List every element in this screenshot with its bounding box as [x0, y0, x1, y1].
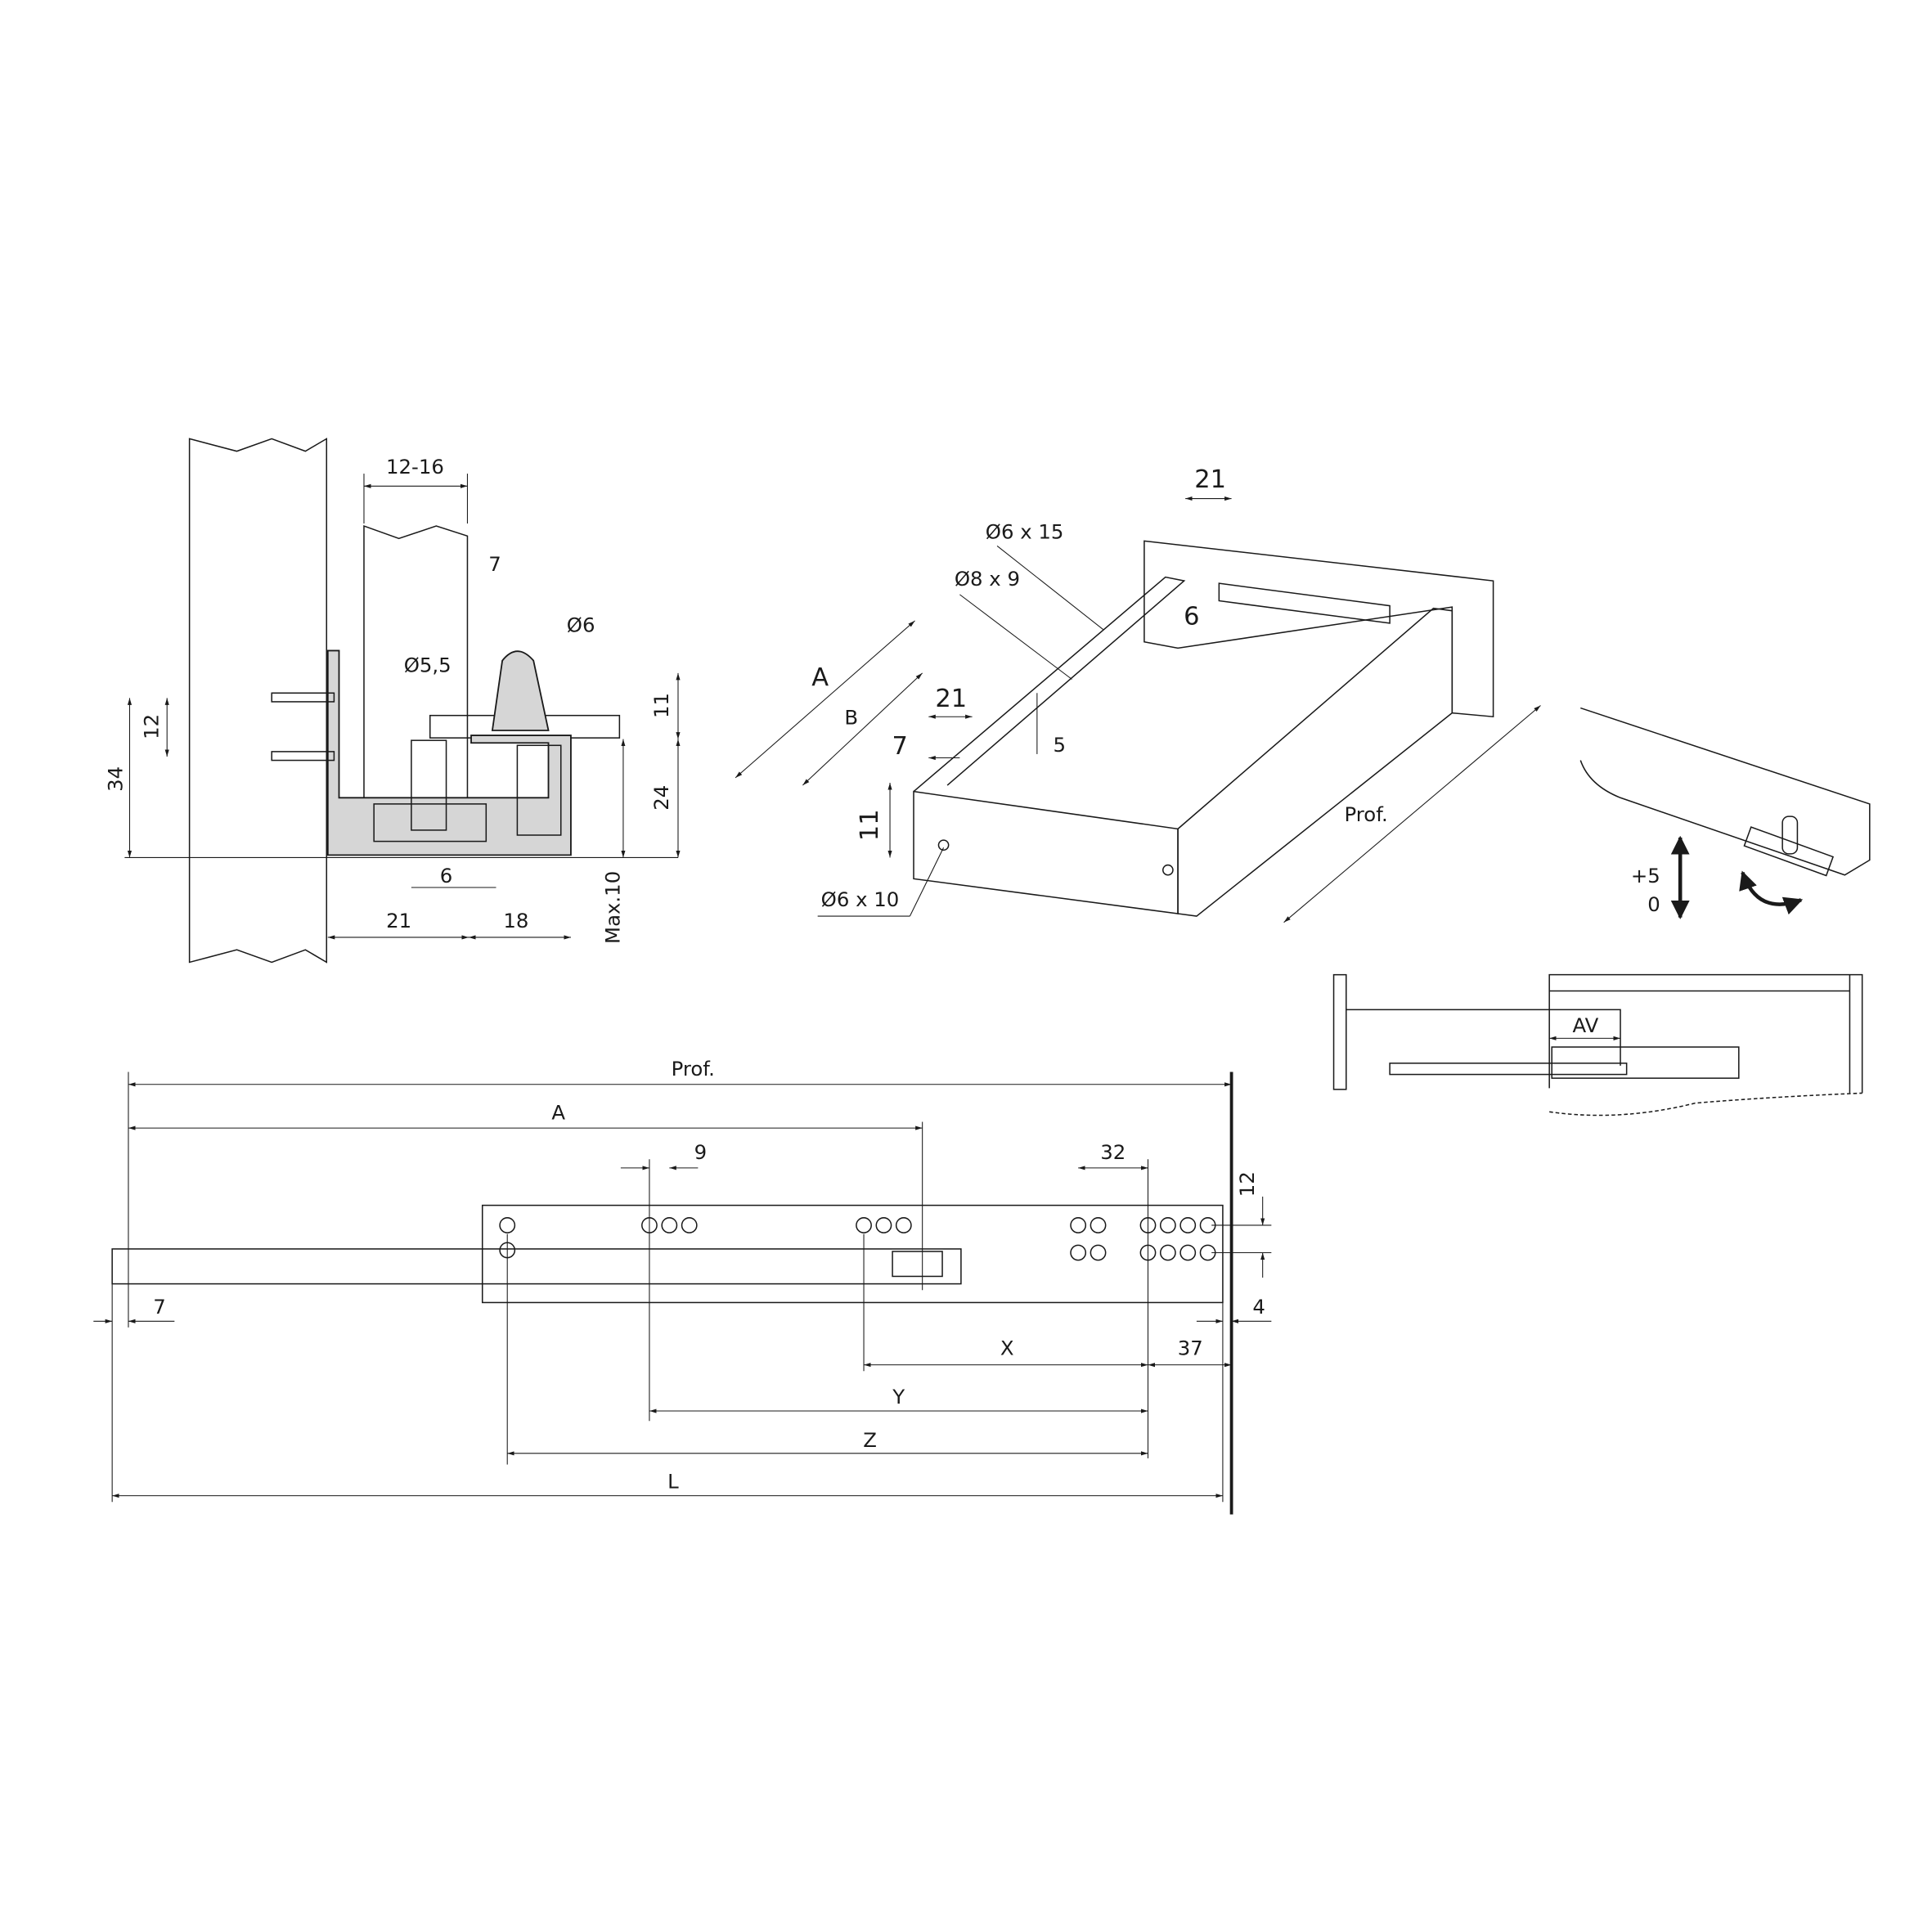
runner-slide [373, 803, 487, 842]
screw-icon [271, 692, 335, 703]
section-view: 12-16 7 Ø6 Ø5,5 11 12 34 24 6 21 18 Max.… [103, 438, 681, 964]
dim-front-21: 21 [935, 685, 967, 713]
dim-y: Y [892, 1385, 905, 1409]
drawer-rail [111, 1248, 962, 1285]
dim-l: L [667, 1470, 679, 1494]
dim-gap: 7 [488, 552, 501, 576]
runner-inner [411, 739, 447, 831]
dim-thirty-seven: 37 [1178, 1336, 1203, 1359]
dim-hole-8x9: Ø8 x 9 [955, 567, 1020, 591]
runner-block [516, 744, 562, 836]
screw-icon [271, 751, 335, 762]
mounting-holes [499, 1217, 1216, 1261]
dim-screw-height: 34 [103, 766, 127, 792]
dim-width-18: 18 [503, 909, 528, 932]
dim-screw-spacing: 12 [140, 714, 164, 739]
dim-seven: 7 [153, 1295, 166, 1319]
adjust-view: +5 0 [1579, 707, 1871, 919]
dim-nine: 9 [694, 1140, 708, 1164]
dim-x: X [1000, 1336, 1014, 1359]
dim-four: 4 [1252, 1295, 1265, 1319]
dim-pin-height: 11 [649, 693, 673, 718]
dim-a: A [551, 1100, 565, 1124]
dim-thirty-two: 32 [1100, 1140, 1126, 1164]
dim-hole-6x10: Ø6 x 10 [821, 887, 900, 911]
dim-screw-hole: Ø5,5 [404, 653, 452, 676]
runner-view: Prof. A 9 32 12 7 4 X 37 Y Z L [93, 1057, 1272, 1515]
dim-prof: Prof. [672, 1057, 715, 1081]
av-label: AV [1572, 1013, 1598, 1037]
dim-eleven: 11 [856, 809, 884, 841]
iso-view: 21 Ø6 x 15 Ø8 x 9 6 A B 21 7 5 11 Ø6 x 1… [735, 465, 1541, 923]
drawer-bar [1218, 582, 1391, 624]
dim-hole-6x15: Ø6 x 15 [986, 519, 1064, 543]
adjust-bracket [1743, 826, 1835, 877]
dim-six: 6 [1184, 602, 1199, 631]
cabinet-rail [481, 1204, 1224, 1304]
locking-device [892, 1251, 943, 1278]
adjust-plus: +5 [1631, 864, 1660, 887]
dim-top-21: 21 [1194, 465, 1226, 494]
av-view: AV [1332, 973, 1863, 1117]
dim-a: A [811, 663, 829, 692]
locking-pin [491, 650, 550, 731]
runner-end [1579, 707, 1871, 876]
dim-pin-diameter: Ø6 [567, 613, 595, 637]
drawer-right-side [1177, 607, 1453, 917]
dim-z: Z [863, 1428, 877, 1452]
cabinet-side-panel [188, 438, 328, 964]
dim-panel-thickness: 12-16 [386, 455, 444, 479]
dim-b: B [844, 705, 858, 729]
dim-offset: 6 [440, 864, 453, 887]
rotate-arrow [1739, 870, 1804, 915]
dim-width-21: 21 [386, 909, 411, 932]
drawer-back [913, 790, 1179, 914]
drawer-left-rail [913, 576, 1186, 793]
dim-twelve: 12 [1235, 1171, 1259, 1197]
adjust-pin [1781, 815, 1799, 855]
dim-seven: 7 [892, 732, 908, 761]
adjust-zero: 0 [1647, 892, 1660, 916]
dim-height: 24 [649, 785, 673, 811]
dim-five: 5 [1054, 733, 1067, 757]
dim-prof: Prof. [1345, 802, 1388, 826]
dim-max: Max.10 [600, 871, 624, 944]
